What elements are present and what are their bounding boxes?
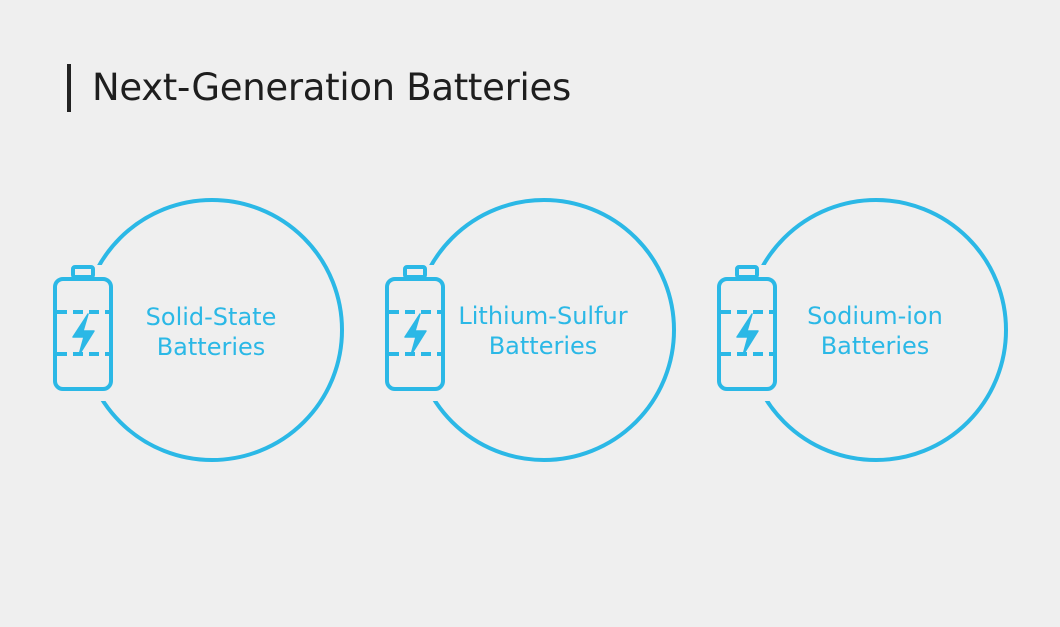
battery-charging-icon xyxy=(709,265,785,401)
lightning-bolt-icon xyxy=(72,313,95,356)
item-label-line1: Lithium-Sulfur xyxy=(458,302,628,330)
item-label-solid-state: Solid-State Batteries xyxy=(106,302,316,362)
battery-body xyxy=(53,277,113,391)
battery-item xyxy=(45,198,344,462)
lightning-bolt-icon xyxy=(404,313,427,356)
item-label-line2: Batteries xyxy=(488,332,598,360)
title-accent-bar xyxy=(67,64,71,112)
item-label-lithium-sulfur: Lithium-Sulfur Batteries xyxy=(438,301,648,361)
page-title: Next-Generation Batteries xyxy=(92,66,571,109)
item-label-line1: Solid-State xyxy=(145,303,277,331)
item-label-sodium-ion: Sodium-ion Batteries xyxy=(770,301,980,361)
battery-body xyxy=(717,277,777,391)
battery-charging-icon xyxy=(45,265,121,401)
item-label-line1: Sodium-ion xyxy=(807,302,943,330)
item-label-line2: Batteries xyxy=(156,333,266,361)
battery-item xyxy=(377,198,676,462)
battery-body xyxy=(385,277,445,391)
lightning-bolt-icon xyxy=(736,313,759,356)
item-label-line2: Batteries xyxy=(820,332,930,360)
battery-item xyxy=(709,198,1008,462)
battery-charging-icon xyxy=(377,265,453,401)
